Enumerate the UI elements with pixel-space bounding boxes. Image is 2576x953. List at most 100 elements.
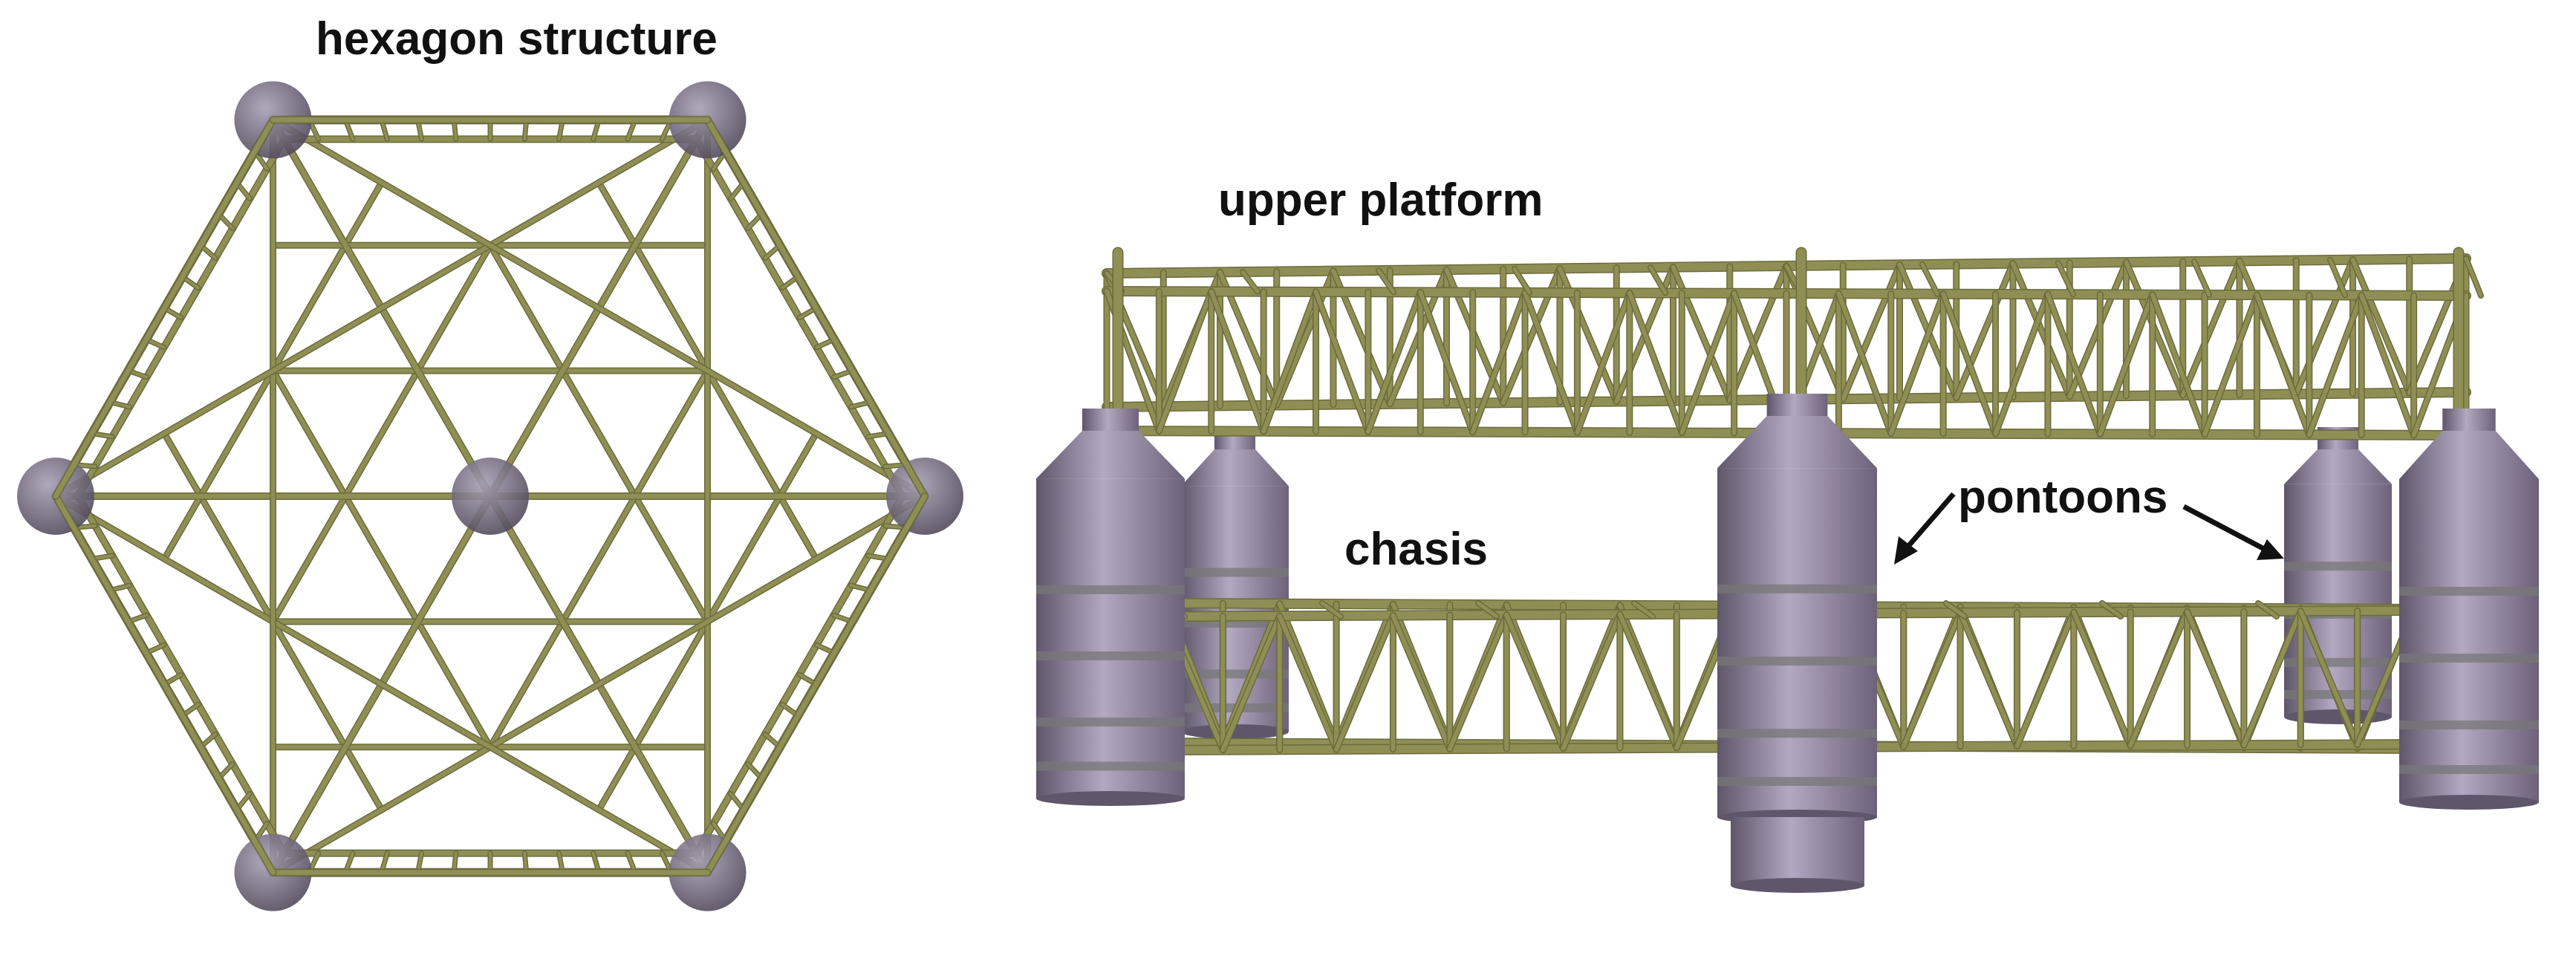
upper-back-diagonal [2011,261,2072,399]
pontoon-front-right-cone [2399,431,2539,479]
pontoon-front-left-band [1036,718,1185,727]
chasis-label: chasis [1344,524,1488,575]
upper-front-diagonal [1836,291,1893,436]
pontoon-front-right-band [2399,654,2539,663]
upper-front-diagonal [2306,293,2364,438]
pontoon-back-left-base [1181,724,1289,739]
upper-deck-beam [1240,270,1260,294]
pontoon-front-right-band [2399,587,2539,596]
upper-back-diagonal [2294,257,2355,397]
pontoon-back-right-band [2284,657,2392,667]
upper-front-diagonal [1470,290,1528,435]
upper-front-diagonal [1993,292,2050,436]
chassis-front-diagonal [1901,610,1963,749]
pontoon-front-right-base [2399,795,2539,810]
pontoon-arrow-left [1894,492,1956,565]
upper-front-diagonal [2254,293,2312,438]
upper-back-diagonal [1727,264,1789,403]
upper-front-diagonal [1157,289,1214,434]
pontoon-front-center-foot-base [1731,878,1864,893]
pontoon-front-center-neck [1766,394,1828,419]
chassis-cross-beam [2100,601,2123,619]
pontoon-back-left-band [1181,669,1289,679]
hex-outer-ring-front [705,493,928,876]
chassis-cross-beam [1320,601,1343,619]
hexagon-top-view [17,81,963,911]
hex-diagonal-beam [270,117,927,498]
pontoon-back-left-cone [1181,449,1289,487]
chassis-front-diagonal [1334,613,1396,752]
pontoon-front-center-body [1717,468,1877,817]
upper-front-diagonal [1888,291,1946,436]
hex-outer-ring-front [705,117,928,499]
pontoon-front-left-neck [1082,409,1139,434]
upper-front-diagonal [2202,293,2260,437]
pontoon-front-center-band [1717,729,1877,738]
upper-deck-beam [2464,256,2483,298]
chassis-front-diagonal [2071,610,2133,748]
upper-back-diagonal [2350,257,2412,395]
pontoon-front-right-neck [2442,409,2496,434]
upper-front-diagonal [2150,292,2208,437]
pontoon-back-left-band [1181,567,1289,577]
upper-deck-beam [1648,265,1668,295]
upper-deck-beam [1920,262,1939,296]
upper-back-diagonal [2180,258,2242,398]
pontoon-front-center-band [1717,657,1877,666]
chassis-cross-beam [1944,601,1967,619]
upper-platform-label: upper platform [1218,175,1543,226]
upper-front-diagonal [2045,292,2103,437]
pontoon-front-left-band [1036,761,1185,771]
pontoon-front-center-band [1717,777,1877,786]
pontoon-front-center-band [1717,584,1877,593]
pontoon-back-right-band [2284,562,2392,571]
upper-back-diagonal [1954,261,2015,400]
chassis-front-diagonal [1447,612,1509,752]
pontoon-front-right-body [2399,479,2539,802]
chassis-front-diagonal [1958,610,2020,749]
chassis-front-diagonal [1277,614,1339,752]
chassis-front-diagonal [2128,609,2190,748]
pontoon-back-right-cone [2284,449,2392,484]
chassis-front-diagonal [1561,612,1622,751]
chassis-cross-beam [1632,601,1655,619]
chassis-front-diagonal [1220,614,1282,752]
hex-outer-ring-front [53,493,276,876]
chassis-cross-beam [2256,601,2279,619]
pontoon-front-center-foot [1731,817,1864,885]
chassis-front-diagonal [2241,608,2303,748]
hex-outer-ring-front [53,117,276,499]
chassis-front-diagonal [1617,612,1679,750]
pontoon-arrow-right [2182,504,2284,560]
upper-front-diagonal [1365,290,1423,435]
upper-front-diagonal [1209,289,1266,434]
upper-back-diagonal [1841,262,1902,402]
pontoon-front-left-cone [1036,431,1185,479]
pontoon-top-icon [452,458,529,535]
upper-front-diagonal [1261,289,1318,434]
pontoon-front-left-base [1036,791,1185,806]
upper-deck-beam [2192,259,2211,297]
chassis-front-diagonal [2014,610,2076,749]
upper-front-diagonal [1575,290,1632,435]
upper-front-diagonal [1523,290,1580,435]
chassis-cross-beam [1476,601,1499,619]
upper-front-diagonal [2098,292,2155,437]
hex-lattice-beam [270,243,492,624]
hex-lattice-beam [270,368,492,749]
hex-diagonal-beam [270,494,927,875]
hex-diagonal-beam [53,117,710,498]
upper-deck-beam [1512,267,1532,295]
chassis-front-diagonal [1391,613,1452,752]
hex-lattice-beam [488,243,710,624]
hexagon-structure-label: hexagon structure [316,13,718,65]
upper-front-diagonal [1418,290,1475,435]
hex-diagonal-beam [53,494,710,875]
upper-front-diagonal [1679,290,1737,435]
upper-front-diagonal [1941,291,1998,436]
pontoon-front-center-cone [1717,416,1877,469]
pontoon-front-left-band [1036,585,1185,594]
pontoons-label: pontoons [1958,472,2167,523]
platform-side-view [1036,247,2539,893]
